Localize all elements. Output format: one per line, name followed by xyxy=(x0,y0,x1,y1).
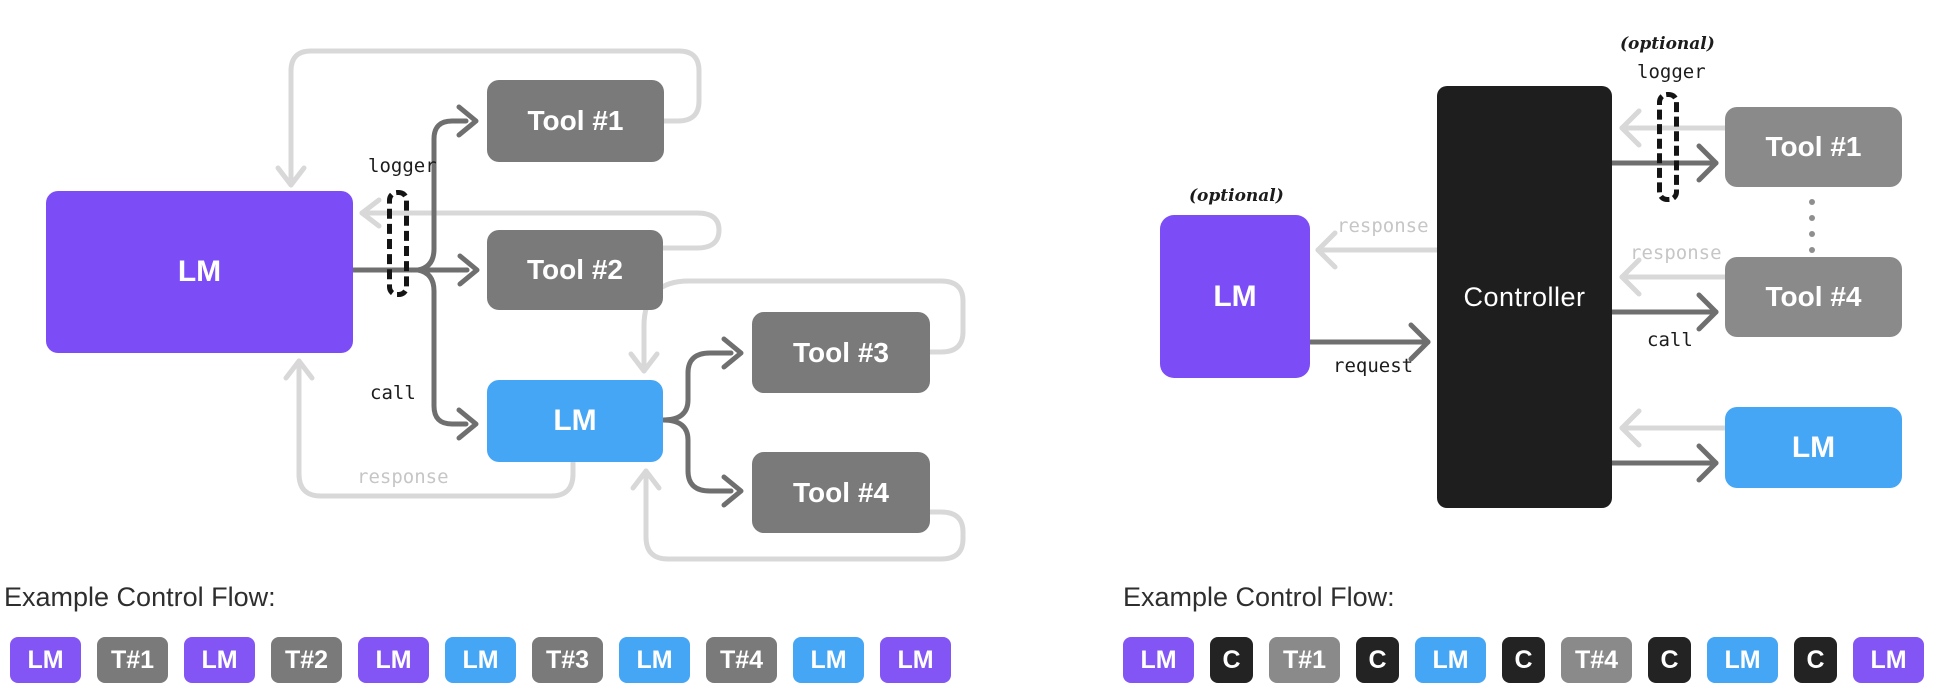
right-request-label: request xyxy=(1333,355,1414,377)
flow-badge: LM xyxy=(793,637,864,683)
flow-badge: C xyxy=(1648,637,1691,683)
left-call-label: call xyxy=(370,382,416,404)
right-lm-main-box: LM xyxy=(1160,215,1310,378)
flow-badge: C xyxy=(1794,637,1837,683)
left-tool2-box: Tool #2 xyxy=(487,230,663,310)
flow-badge: LM xyxy=(184,637,255,683)
flow-badge: LM xyxy=(1707,637,1778,683)
right-lm-sub-box: LM xyxy=(1725,407,1902,488)
left-lm-sub-box: LM xyxy=(487,380,663,462)
right-flow-title: Example Control Flow: xyxy=(1123,582,1395,612)
left-logger-label: logger xyxy=(368,155,437,177)
flow-badge: LM xyxy=(358,637,429,683)
left-return-arrows xyxy=(275,48,966,562)
right-optional-logger-label: (optional) xyxy=(1620,34,1715,54)
right-logger-label: logger xyxy=(1637,61,1706,83)
left-flow-row: LM T#1 LM T#2 LM LM T#3 LM T#4 LM LM xyxy=(10,637,951,683)
left-call-arrows xyxy=(350,104,744,508)
right-call-arrows xyxy=(1307,143,1719,483)
right-flow-row: LM C T#1 C LM C T#4 C LM C LM xyxy=(1123,637,1924,683)
left-response-label: response xyxy=(357,466,449,488)
flow-badge: LM xyxy=(619,637,690,683)
left-tool4-box: Tool #4 xyxy=(752,452,930,533)
flow-badge: LM xyxy=(1415,637,1486,683)
right-tool1-box: Tool #1 xyxy=(1725,107,1902,187)
right-response-tool-label: response xyxy=(1630,242,1722,264)
flow-badge: C xyxy=(1356,637,1399,683)
flow-badge: LM xyxy=(10,637,81,683)
flow-badge: T#2 xyxy=(271,637,342,683)
right-controller-box: Controller xyxy=(1437,86,1612,508)
right-response-arrows xyxy=(1315,108,1728,448)
left-lm-main-box: LM xyxy=(46,191,353,353)
right-logger-box xyxy=(1657,92,1679,202)
left-flow-title: Example Control Flow: xyxy=(4,582,276,612)
flow-badge: C xyxy=(1210,637,1253,683)
flow-badge: T#4 xyxy=(1561,637,1632,683)
flow-badge: LM xyxy=(1853,637,1924,683)
flow-badge: T#4 xyxy=(706,637,777,683)
left-tool3-box: Tool #3 xyxy=(752,312,930,393)
flow-badge: T#1 xyxy=(97,637,168,683)
left-logger-box xyxy=(387,190,409,297)
flow-badge: LM xyxy=(445,637,516,683)
right-call-label: call xyxy=(1647,329,1693,351)
flow-badge: LM xyxy=(880,637,951,683)
tools-ellipsis-dots xyxy=(1809,199,1815,253)
flow-badge: LM xyxy=(1123,637,1194,683)
flow-badge: T#3 xyxy=(532,637,603,683)
right-tool4-box: Tool #4 xyxy=(1725,257,1902,337)
left-tool1-box: Tool #1 xyxy=(487,80,664,162)
flow-badge: C xyxy=(1502,637,1545,683)
right-optional-lm-label: (optional) xyxy=(1189,186,1284,206)
right-response-lm-label: response xyxy=(1337,215,1429,237)
flow-badge: T#1 xyxy=(1269,637,1340,683)
